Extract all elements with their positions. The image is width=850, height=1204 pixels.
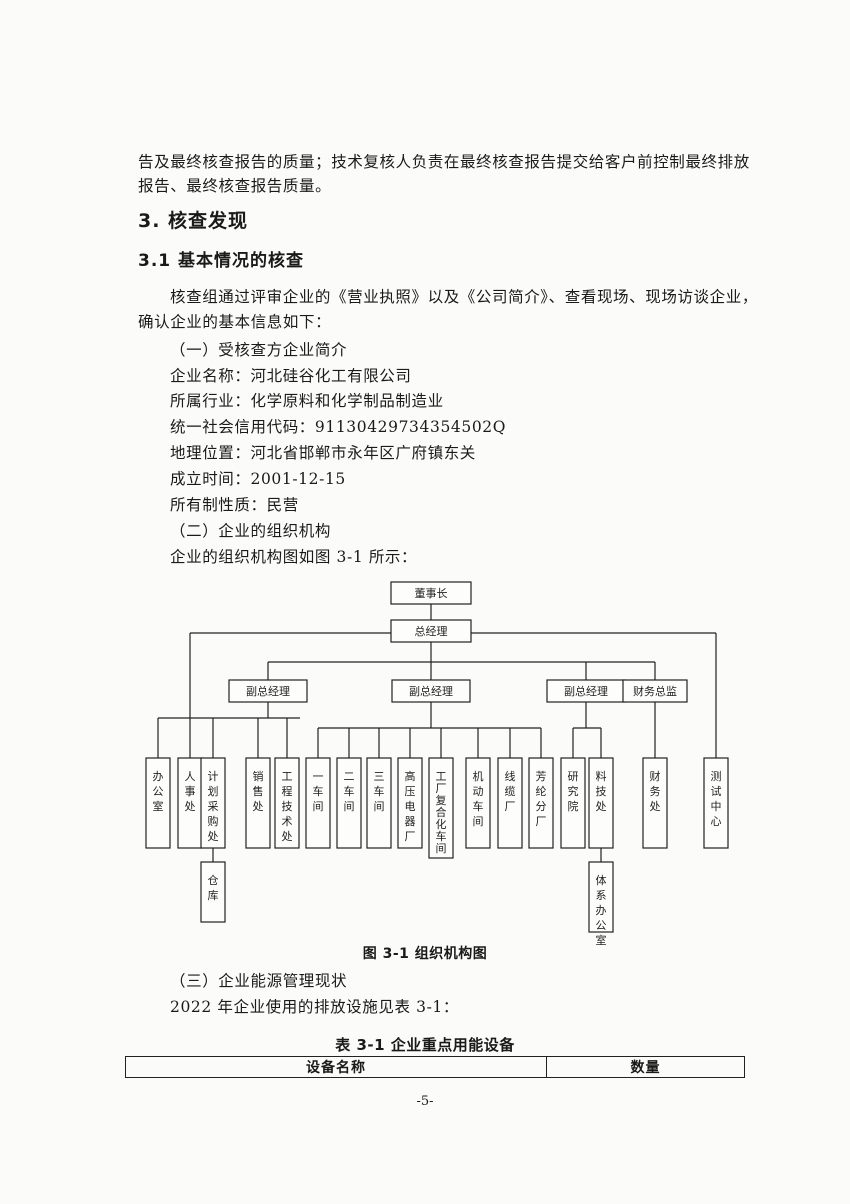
org-node-label: 一车间 <box>313 770 324 813</box>
info-line: 地理位置：河北省邯郸市永年区广府镇东关 <box>170 444 476 462</box>
org-node-ws1 <box>305 757 331 849</box>
org-node-label: 三车间 <box>374 770 385 813</box>
org-node-research <box>560 757 586 849</box>
org-node-hr <box>177 757 203 849</box>
org-node-label: 线缆厂 <box>505 769 516 813</box>
section-heading: 3. 核查发现 <box>138 210 249 232</box>
subsection-heading: 3.1 基本情况的核查 <box>138 251 305 271</box>
list-heading: （二）企业的组织机构 <box>170 522 332 540</box>
paragraph-line: 企业的组织机构图如图 3-1 所示： <box>170 548 418 566</box>
org-node-label: 工程技术处 <box>282 770 293 843</box>
org-node-label: 二车间 <box>344 770 355 813</box>
org-node-label: 董事长 <box>415 587 448 600</box>
info-line: 所属行业：化学原料和化学制品制造业 <box>170 392 444 410</box>
energy-equipment-table: 设备名称 数量 <box>125 1056 745 1078</box>
org-node-label: 体系办公室 <box>596 873 607 947</box>
org-node-cable <box>497 757 523 849</box>
org-node-fangzhi <box>528 757 554 849</box>
org-node-system_office <box>588 861 614 933</box>
org-node-ws2 <box>336 757 362 849</box>
figure-caption: 图 3-1 组织机构图 <box>362 946 488 962</box>
table-header-cell: 设备名称 <box>126 1057 547 1077</box>
org-node-engineering <box>274 757 300 849</box>
org-node-label: 机动车间 <box>473 769 484 828</box>
info-line: 成立时间：2001-12-15 <box>170 470 346 488</box>
info-line: 企业名称：河北硅谷化工有限公司 <box>170 367 412 385</box>
org-node-planning <box>200 757 226 849</box>
list-heading: （一）受核查方企业简介 <box>170 341 348 359</box>
org-node-hvapp <box>397 757 423 849</box>
org-node-label: 研究院 <box>568 770 579 813</box>
org-node-label: 总经理 <box>415 624 448 638</box>
org-node-label: 副总经理 <box>246 684 290 698</box>
page-number: -5- <box>416 1094 434 1109</box>
org-node-label: 料技处 <box>596 769 607 813</box>
org-node-label: 财务处 <box>650 769 661 813</box>
org-node-label: 副总经理 <box>564 684 608 698</box>
table-caption: 表 3-1 企业重点用能设备 <box>335 1036 515 1054</box>
paragraph-line: 报告、最终核查报告质量。 <box>138 177 332 195</box>
org-node-label: 计划采购处 <box>208 770 219 843</box>
table-header-cell: 数量 <box>630 1060 661 1076</box>
org-node-label: 副总经理 <box>409 684 453 698</box>
org-node-label: 高压电器厂 <box>405 769 416 843</box>
org-node-warehouse <box>200 861 226 923</box>
org-node-ws3 <box>366 757 392 849</box>
org-node-label: 芳纶分厂 <box>536 769 547 828</box>
org-node-finance <box>642 757 668 849</box>
org-node-label: 办公室 <box>153 770 164 813</box>
org-node-sales <box>245 757 271 849</box>
org-node-label: 人事处 <box>185 770 196 813</box>
paragraph-line: 确认企业的基本信息如下： <box>138 313 332 331</box>
list-heading: （三）企业能源管理现状 <box>170 972 348 990</box>
org-node-gongchang <box>428 757 454 859</box>
org-node-label: 财务总监 <box>633 684 677 698</box>
info-line: 所有制性质：民营 <box>170 496 299 514</box>
paragraph-line: 核查组通过评审企业的《营业执照》以及《公司简介》、查看现场、现场访谈企业， <box>170 288 758 306</box>
info-line: 统一社会信用代码：91130429734354502Q <box>170 418 507 436</box>
paragraph-line: 2022 年企业使用的排放设施见表 3-1： <box>170 998 459 1016</box>
org-node-testing <box>703 757 729 849</box>
org-node-motor <box>465 757 491 849</box>
paragraph-line: 告及最终核查报告的质量；技术复核人负责在最终核查报告提交给客户前控制最终排放 <box>138 153 750 171</box>
org-node-label: 测试中心 <box>711 770 722 828</box>
org-node-office <box>145 757 171 849</box>
org-node-label: 工厂复合化车间 <box>436 770 447 855</box>
org-node-label: 销售处 <box>253 769 264 813</box>
org-node-label: 仓库 <box>208 873 219 902</box>
